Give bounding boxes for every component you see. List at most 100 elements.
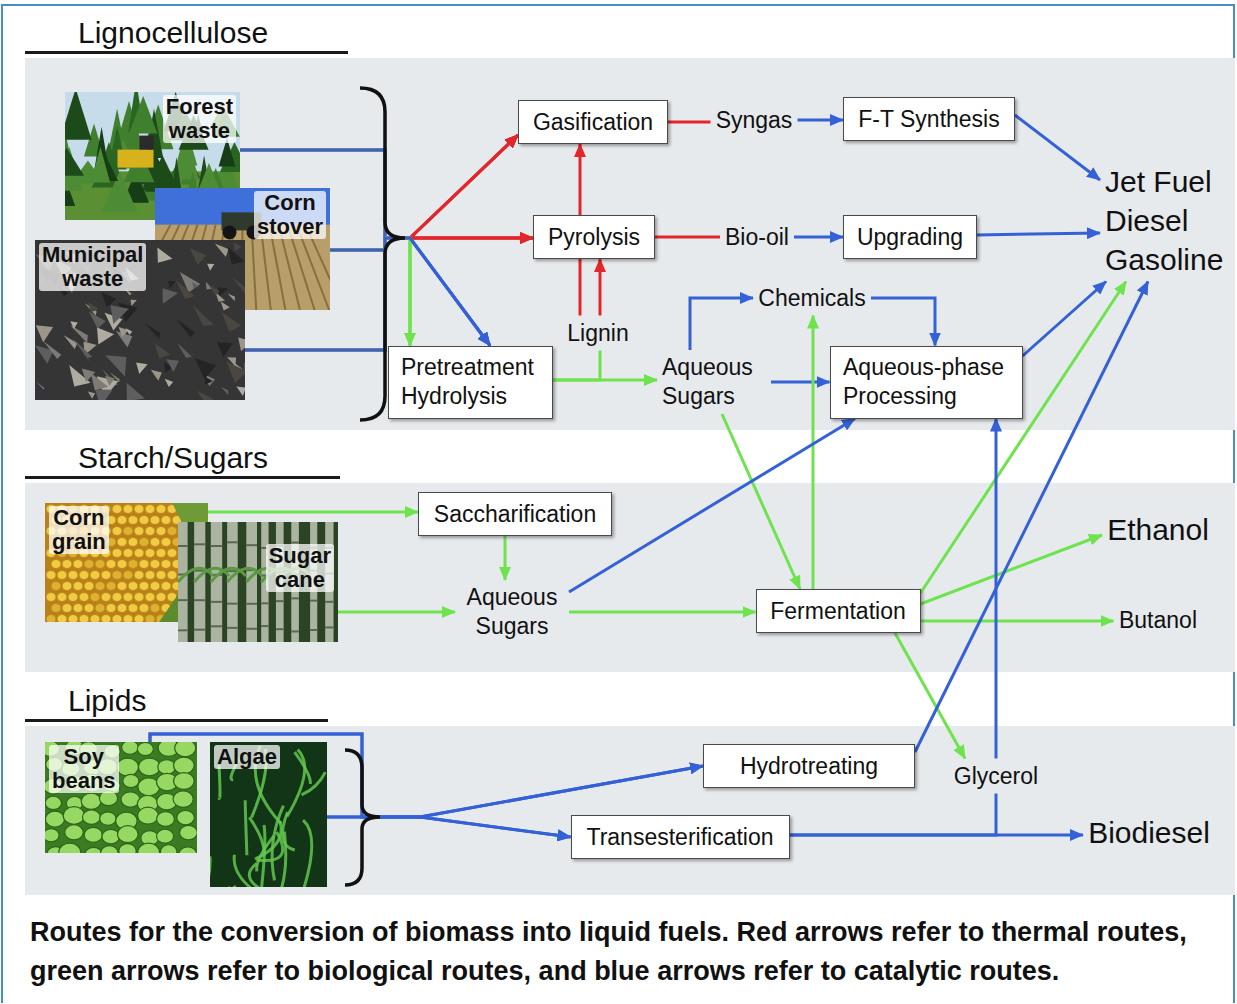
kernel [57,571,67,580]
process-label: Upgrading [857,223,963,252]
soy-bean [63,807,85,825]
kernel [167,571,177,580]
flow-arrow [208,511,418,514]
debris-shape [131,300,137,306]
debris-shape [105,376,115,386]
debris-shape [97,328,114,345]
kernel [156,527,166,536]
cane-node [178,545,188,547]
cane-node [194,599,205,601]
flow-label: Syngas [711,103,798,138]
soy-bean [180,825,197,840]
process-box: Upgrading [843,215,977,259]
kernel [139,604,149,613]
debris-shape [70,321,78,329]
flow-arrow [553,351,601,381]
tractor-wheel [223,225,237,239]
kernel [68,615,78,623]
kernel [134,549,144,558]
debris-shape [232,277,246,298]
flow-arrow [338,611,455,614]
cane-node [291,597,299,599]
debris-shape [63,335,77,349]
process-label: Saccharification [434,500,596,529]
flow-arrow [330,238,410,346]
cane-node [211,545,222,547]
flow-arrow [150,734,703,817]
kernel [95,560,105,569]
kernel [150,604,160,613]
debris-shape [218,287,228,297]
flow-arrow [569,611,756,614]
kernel [101,593,111,602]
cane-node [227,603,238,605]
process-box: Pretreatment Hydrolysis [388,346,553,419]
soy-bean [174,757,195,774]
debris-shape [125,328,132,335]
debris-shape [238,338,245,352]
kernel [167,549,177,558]
flow-arrow [245,238,490,350]
kernel [128,582,138,591]
cane-node [276,628,284,630]
soy-bean [45,829,59,842]
kernel [123,615,133,623]
kernel [161,538,171,547]
kernel [62,604,72,613]
tree-shape [129,96,158,134]
cane-node [325,601,333,603]
flow-text: Butanol [1119,606,1197,635]
soy-bean [173,791,193,808]
algae-strand [282,812,294,850]
cane-node [178,629,188,631]
debris-shape [155,343,171,359]
bean-ground [45,742,197,853]
debris-shape [72,338,92,358]
debris-shape [176,280,195,299]
flow-arrow [995,419,998,759]
kernel [106,604,116,613]
kernel [156,593,166,602]
kernel [101,615,111,623]
process-box: Hydrotreating [703,744,915,788]
kernel [145,527,155,536]
flow-label: Lignin [562,316,634,351]
soy-bean [101,846,119,853]
flow-arrow [722,414,800,589]
soy-bean [138,758,160,776]
soy-bean [161,845,177,853]
debris-shape [177,343,192,358]
kernel [150,560,160,569]
process-box: Saccharification [418,492,612,536]
debris-shape [36,382,44,390]
soy-bean [81,793,101,809]
flow-arrow [579,259,582,316]
debris-shape [105,355,126,376]
flow-arrow [655,236,720,239]
flow-arrow [798,119,844,122]
debris-shape [165,379,173,387]
debris-shape [166,359,179,372]
kernel [117,538,127,547]
kernel [123,593,133,602]
flow-arrow [668,121,711,124]
debris-shape [228,294,235,301]
flow-arrow [921,620,1114,623]
cane-node [291,630,299,632]
flow-arrow [794,236,843,239]
kernel [112,527,122,536]
kernel [112,593,122,602]
debris-shape [207,264,214,271]
kernel [95,582,105,591]
debris-shape [145,324,160,339]
kernel [123,527,133,536]
kernel [84,582,94,591]
debris-shape [119,327,129,337]
debris-shape [89,312,106,329]
kernel [134,505,144,514]
kernel [101,571,111,580]
feedstock-label: Municipal waste [39,243,146,291]
kernel [128,516,138,525]
kernel [150,516,160,525]
feedstock-photo: Algae [210,742,327,887]
